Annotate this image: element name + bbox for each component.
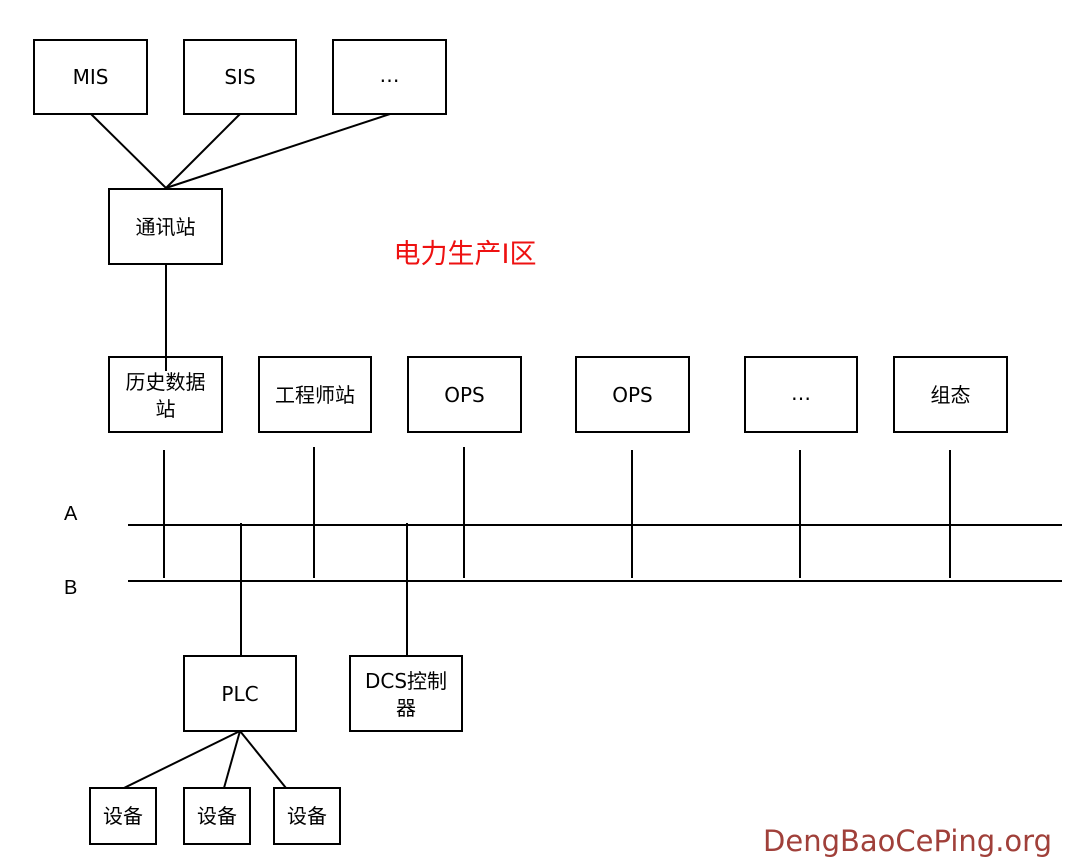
node-mis-label: MIS <box>73 65 109 89</box>
node-config-label: 组态 <box>931 383 971 407</box>
node-device-3: 设备 <box>273 787 341 845</box>
node-engineer-station-label: 工程师站 <box>275 383 355 407</box>
edge-more-comm <box>165 113 391 189</box>
edge-sis-comm <box>165 113 241 189</box>
edge-plc-device3 <box>239 730 287 789</box>
node-device-3-label: 设备 <box>287 804 327 828</box>
bus-lines: A B <box>64 503 1062 599</box>
node-top-more: … <box>332 39 447 115</box>
node-sis: SIS <box>183 39 297 115</box>
node-device-2-label: 设备 <box>197 804 237 828</box>
edge-plc-device2 <box>223 730 241 789</box>
edges <box>90 113 951 789</box>
node-mis: MIS <box>33 39 148 115</box>
node-plc-label: PLC <box>221 682 258 706</box>
watermark-text: DengBaoCePing.org <box>763 824 1052 857</box>
bus-a-label: A <box>64 503 78 525</box>
node-sis-label: SIS <box>224 65 255 89</box>
node-mid-more-label: … <box>791 381 811 405</box>
node-history-station-label-line1: 历史数据 <box>126 370 206 394</box>
node-engineer-station: 工程师站 <box>258 356 372 433</box>
node-top-more-label: … <box>380 63 400 87</box>
node-device-1-label: 设备 <box>103 804 143 828</box>
node-ops-2-label: OPS <box>612 383 653 407</box>
node-dcs-controller: DCS控制 器 <box>349 655 463 732</box>
node-ops-1: OPS <box>407 356 522 433</box>
node-ops-1-label: OPS <box>444 383 485 407</box>
node-mid-more: … <box>744 356 858 433</box>
node-comm-station-label: 通讯站 <box>136 215 196 239</box>
bus-b-label: B <box>64 577 77 599</box>
node-history-station-label-line2: 站 <box>156 397 176 421</box>
node-dcs-controller-label-line1: DCS控制 <box>365 669 447 693</box>
node-history-station: 历史数据 站 <box>108 356 223 433</box>
node-ops-2: OPS <box>575 356 690 433</box>
edge-mis-comm <box>90 113 167 189</box>
node-config: 组态 <box>893 356 1008 433</box>
zone-label: 电力生产I区 <box>394 239 537 270</box>
edge-plc-device1 <box>123 730 241 789</box>
node-device-2: 设备 <box>183 787 251 845</box>
node-plc: PLC <box>183 655 297 732</box>
node-dcs-controller-label-line2: 器 <box>396 696 416 720</box>
node-comm-station: 通讯站 <box>108 188 223 265</box>
node-device-1: 设备 <box>89 787 157 845</box>
